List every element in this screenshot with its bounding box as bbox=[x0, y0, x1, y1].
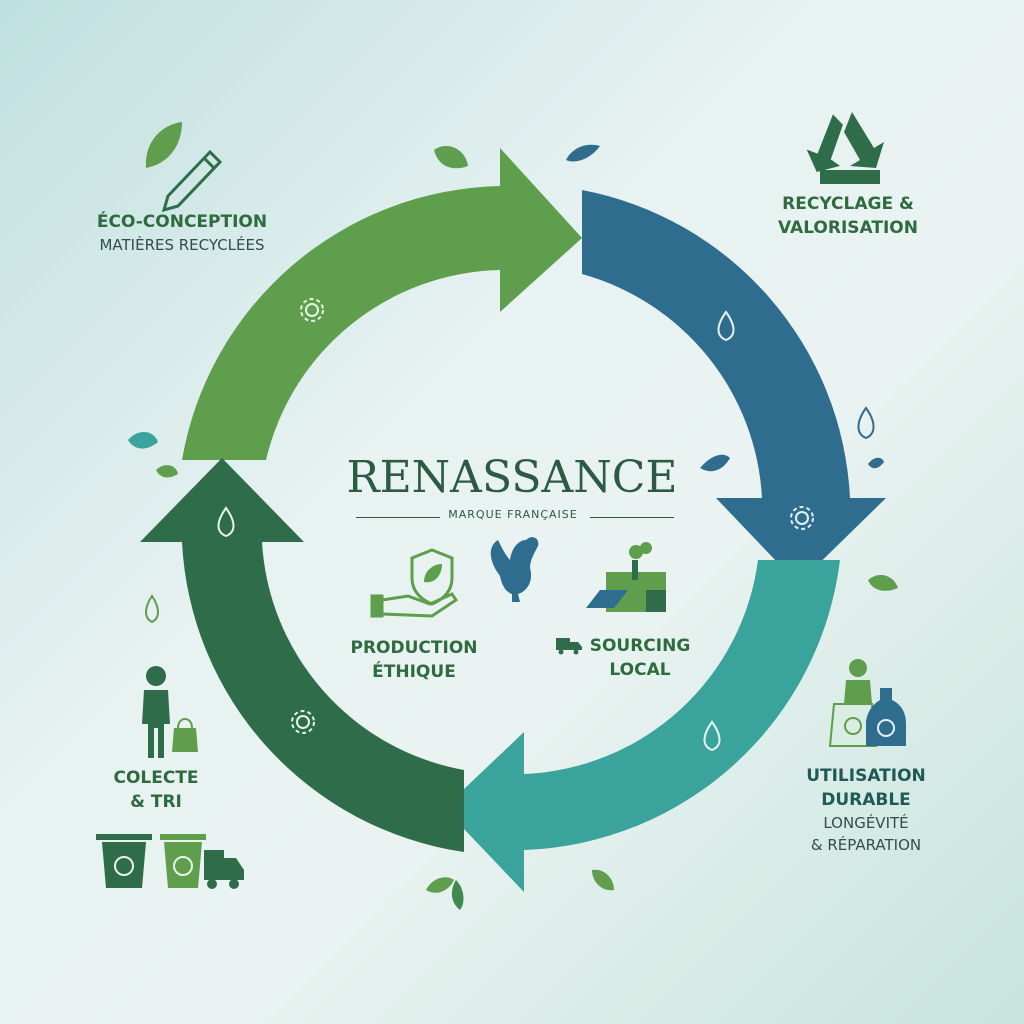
stage-title-eco: ÉCO-CONCEPTION bbox=[96, 212, 268, 232]
sourcing-label-2: LOCAL bbox=[609, 660, 671, 680]
stage-title-recyclage: RECYCLAGE & bbox=[782, 194, 914, 214]
tagline-rule-left bbox=[356, 517, 440, 518]
gear-icon bbox=[300, 298, 324, 322]
water-drop-icon bbox=[703, 720, 721, 752]
trash-bin-icon bbox=[160, 834, 206, 888]
stage-title-utilisation-2: DURABLE bbox=[821, 790, 911, 810]
truck-icon bbox=[204, 850, 244, 889]
arrow-recyclage bbox=[582, 190, 886, 584]
stage-title-recyclage-2: VALORISATION bbox=[778, 218, 918, 238]
person-icon bbox=[844, 659, 872, 704]
trash-bin-icon bbox=[96, 834, 152, 888]
water-drop-icon bbox=[217, 506, 235, 538]
sourcing-label: SOURCING bbox=[589, 636, 691, 656]
brand-title: RENASSANCE bbox=[346, 452, 678, 503]
brand-tagline: MARQUE FRANÇAISE bbox=[448, 508, 578, 521]
tagline-rule-right bbox=[590, 517, 674, 518]
production-label: PRODUCTION bbox=[350, 638, 478, 658]
stage-title-collecte: COLECTE bbox=[113, 768, 199, 788]
production-label-2: ÉTHIQUE bbox=[372, 662, 456, 682]
bag-icon bbox=[172, 718, 198, 752]
arrow-eco-conception bbox=[182, 148, 582, 460]
truck-icon bbox=[556, 638, 582, 655]
water-drop-icon bbox=[857, 406, 875, 440]
person-icon bbox=[142, 666, 170, 758]
bottle-icon bbox=[866, 688, 906, 746]
gear-icon bbox=[291, 710, 315, 734]
stage-subtitle-utilisation-2: & RÉPARATION bbox=[810, 836, 922, 854]
recycle-icon bbox=[806, 112, 884, 184]
rooster-icon bbox=[490, 537, 539, 602]
water-drop-icon bbox=[145, 594, 159, 624]
stage-title-utilisation: UTILISATION bbox=[806, 766, 926, 786]
arrow-utilisation bbox=[444, 560, 840, 892]
gear-icon bbox=[790, 506, 814, 530]
leaf-icon bbox=[128, 122, 898, 910]
pencil-icon bbox=[161, 149, 223, 213]
solar-panel-icon bbox=[586, 590, 628, 608]
stage-subtitle-utilisation: LONGÉVITÉ bbox=[823, 814, 909, 832]
stage-subtitle-eco: MATIÈRES RECYCLÉES bbox=[99, 236, 265, 254]
stage-title-collecte-2: & TRI bbox=[130, 792, 182, 812]
arrow-collecte bbox=[140, 458, 464, 852]
water-drop-icon bbox=[717, 310, 735, 342]
hand-icon bbox=[370, 592, 459, 618]
